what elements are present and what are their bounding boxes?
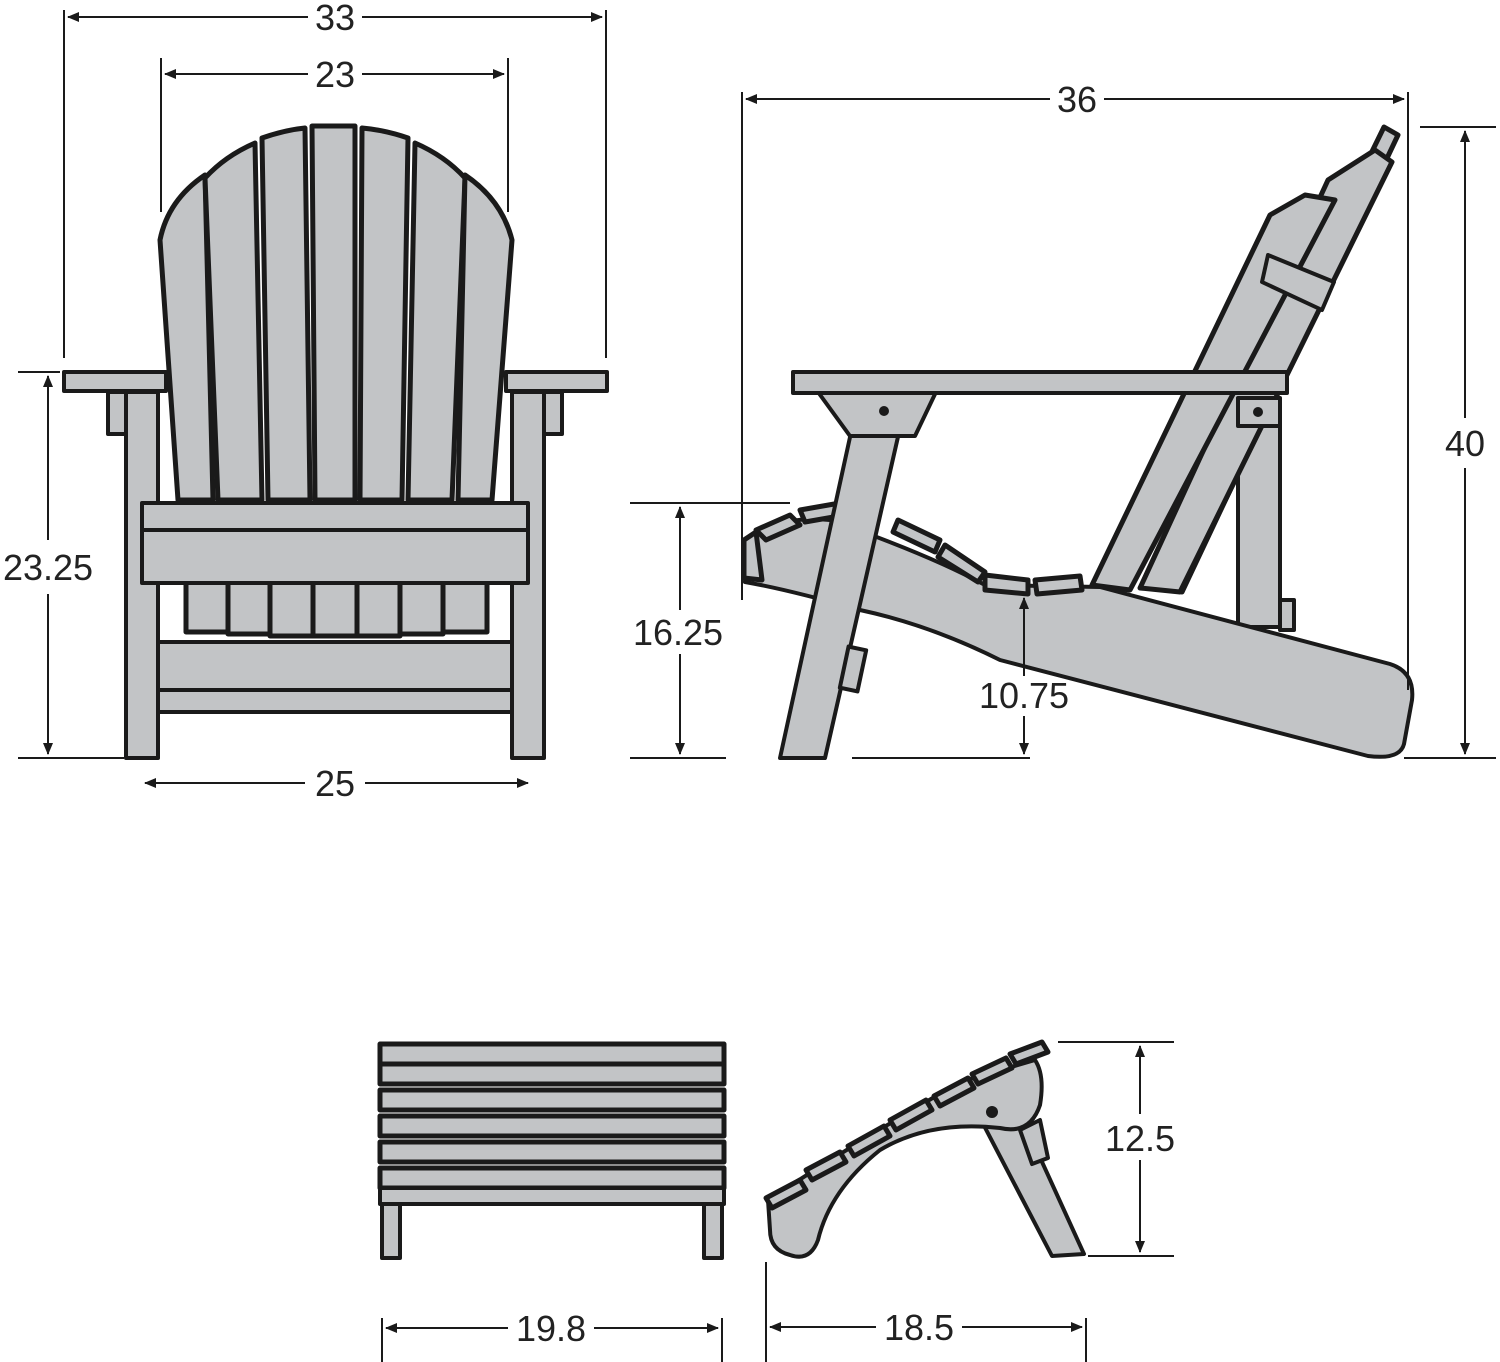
front-dimensions: 33 23 23.25 25 [3, 0, 607, 804]
back-slat-3 [259, 125, 313, 503]
front-back-slats [157, 123, 515, 503]
side-arm [791, 370, 1289, 395]
side-leg-brace [837, 644, 869, 694]
ottoman-front-view [377, 1041, 727, 1260]
seat-slat-4 [310, 577, 360, 639]
ottoman-dimensions: 19.8 18.5 12.5 [381, 1041, 1175, 1362]
ottoman-slat-3 [377, 1087, 727, 1113]
side-seat-slat-4 [890, 517, 943, 555]
back-slat-4 [309, 123, 358, 503]
front-seat-slats [183, 577, 490, 639]
ottoman-slat-4 [377, 1113, 727, 1139]
ottoman-side-view [763, 1039, 1086, 1259]
ottoman-front-right-leg [702, 1198, 724, 1260]
seat-slat-3 [267, 577, 316, 639]
dim-side-depth: 36 [1057, 79, 1097, 120]
side-arm-bracket [816, 390, 938, 438]
front-left-arm [62, 370, 168, 393]
back-slat-7 [455, 172, 515, 503]
ottoman-side-slat-3 [845, 1123, 893, 1159]
chair-side-view [741, 124, 1415, 760]
dim-front-base-width: 25 [315, 763, 355, 804]
side-seat-slat-5 [935, 542, 988, 585]
side-seat-slat-1 [741, 529, 765, 583]
side-rear-post-bracket [1278, 598, 1296, 632]
front-seat-rail [140, 501, 530, 585]
side-seat-slat-6 [982, 572, 1031, 597]
ottoman-side-slat-6 [969, 1055, 1015, 1087]
dim-side-seat-low-height: 10.75 [979, 675, 1069, 716]
chair-front-view [62, 123, 609, 760]
ottoman-side-brace [1018, 1118, 1050, 1166]
ottoman-front-left-leg [380, 1198, 402, 1260]
ottoman-side-slat-1 [763, 1177, 809, 1211]
ottoman-side-slat-4 [887, 1097, 935, 1133]
side-seat-slat-2 [753, 512, 803, 543]
dim-front-overall-width: 33 [315, 0, 355, 38]
side-rear-bolt [1253, 407, 1263, 417]
ottoman-side-bolt [986, 1106, 998, 1118]
side-seat-slat-7 [1032, 573, 1085, 597]
dim-ottoman-height: 12.5 [1105, 1118, 1175, 1159]
dim-side-height: 40 [1445, 423, 1485, 464]
back-slat-2 [202, 140, 265, 503]
ottoman-slat-1 [377, 1041, 727, 1067]
ottoman-slat-6 [377, 1165, 727, 1191]
ottoman-side-slat-7 [1007, 1039, 1051, 1067]
front-lower-stretcher [156, 640, 514, 692]
seat-slat-6 [397, 577, 446, 637]
front-right-arm [504, 370, 609, 393]
ottoman-side-slats [763, 1039, 1051, 1211]
seat-slat-7 [440, 577, 490, 635]
dim-front-arm-height: 23.25 [3, 547, 93, 588]
dim-ottoman-width: 19.8 [516, 1308, 586, 1349]
ottoman-front-rail [378, 1186, 726, 1206]
ottoman-side-slat-2 [803, 1149, 849, 1183]
side-dimensions: 36 40 16.25 10.75 [630, 79, 1496, 759]
side-back-crossbar [1260, 253, 1336, 312]
ottoman-slat-5 [377, 1139, 727, 1165]
side-arm-bolt [879, 406, 889, 416]
dim-ottoman-depth: 18.5 [884, 1307, 954, 1348]
ottoman-slat-2 [377, 1061, 727, 1087]
seat-slat-5 [354, 577, 403, 639]
front-bottom-stretcher [156, 688, 514, 714]
ottoman-side-slat-5 [931, 1075, 977, 1109]
back-slat-6 [405, 140, 468, 503]
dim-side-seat-front-height: 16.25 [633, 612, 723, 653]
seat-slat-1 [183, 577, 231, 635]
dim-front-back-width: 23 [315, 54, 355, 95]
back-slat-5 [357, 125, 411, 503]
seat-slat-2 [225, 577, 273, 637]
